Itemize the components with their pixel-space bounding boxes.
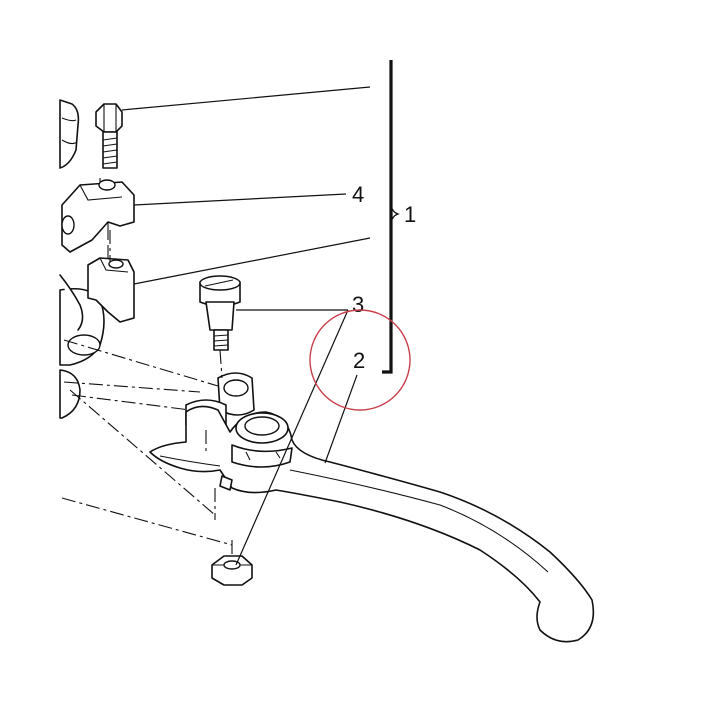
callout-3: 3 [352,292,364,317]
callout-labels: 1 2 3 4 [352,182,416,373]
callout-1: 1 [404,202,416,227]
assembly-axes [61,230,233,556]
clamp-bolt [95,103,123,169]
leader-lines [121,86,371,566]
pivot-nut [211,555,253,586]
highlight-circle [309,309,411,411]
callout-2: 2 [353,348,365,373]
group-bracket [382,60,400,374]
clamp-lower-half [87,245,135,323]
clamp-upper-half [61,178,135,253]
brake-lever [149,405,595,643]
callout-4: 4 [352,182,364,207]
master-cylinder-body [59,99,105,419]
pivot-bolt [199,275,241,351]
